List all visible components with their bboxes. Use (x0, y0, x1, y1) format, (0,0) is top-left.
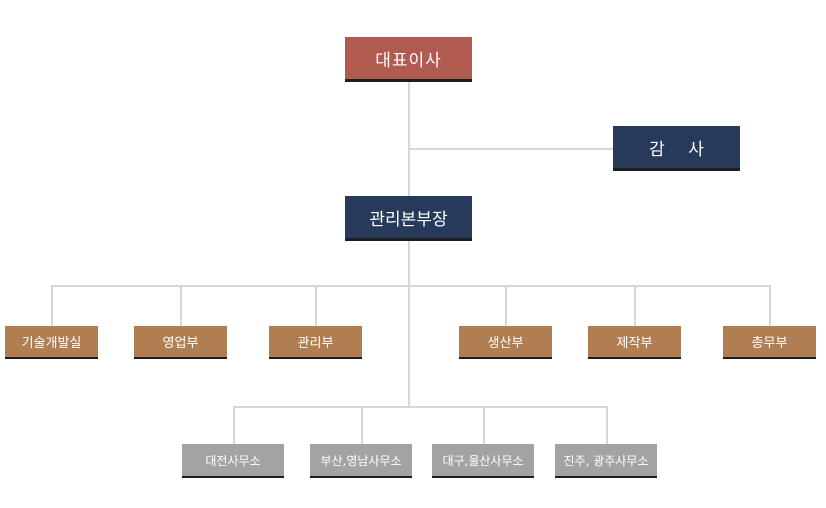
department-box: 관리부 (269, 326, 362, 359)
connector-offices-bar (233, 406, 608, 408)
department-label: 제작부 (616, 336, 653, 351)
connector-dept-3 (315, 285, 317, 327)
office-label: 대전사무소 (205, 453, 261, 468)
audit-box: 감 사 (613, 126, 740, 171)
department-label: 생산부 (487, 336, 524, 351)
connector-office-4 (606, 406, 608, 444)
connector-hq-to-offices (408, 240, 410, 408)
department-box: 기술개발실 (5, 326, 98, 359)
connector-audit-branch (408, 148, 614, 150)
connector-dept-6 (769, 285, 771, 327)
connector-ceo-to-hq (408, 80, 410, 196)
department-label: 기술개발실 (21, 336, 82, 351)
office-label: 부산,영남사무소 (320, 453, 402, 468)
department-label: 영업부 (162, 336, 199, 351)
office-box: 진주, 광주사무소 (555, 444, 657, 478)
hq-manager-label: 관리본부장 (369, 209, 448, 230)
ceo-label: 대표이사 (375, 50, 442, 71)
department-box: 총무부 (723, 326, 816, 359)
department-box: 생산부 (459, 326, 552, 359)
connector-dept-2 (180, 285, 182, 327)
connector-office-2 (361, 406, 363, 444)
office-box: 대구,울산사무소 (432, 444, 534, 478)
office-label: 대구,울산사무소 (442, 453, 524, 468)
audit-label: 감 사 (649, 139, 713, 160)
department-box: 영업부 (134, 326, 227, 359)
connector-dept-4 (505, 285, 507, 327)
connector-office-1 (233, 406, 235, 444)
department-box: 제작부 (588, 326, 681, 359)
connector-dept-1 (51, 285, 53, 327)
connector-office-3 (483, 406, 485, 444)
office-box: 부산,영남사무소 (310, 444, 412, 478)
connector-dept-5 (634, 285, 636, 327)
hq-manager-box: 관리본부장 (345, 196, 472, 241)
office-label: 진주, 광주사무소 (563, 453, 649, 468)
department-label: 관리부 (297, 336, 334, 351)
office-box: 대전사무소 (182, 444, 284, 478)
department-label: 총무부 (751, 336, 788, 351)
connector-departments-bar (51, 285, 771, 287)
ceo-box: 대표이사 (345, 37, 472, 82)
